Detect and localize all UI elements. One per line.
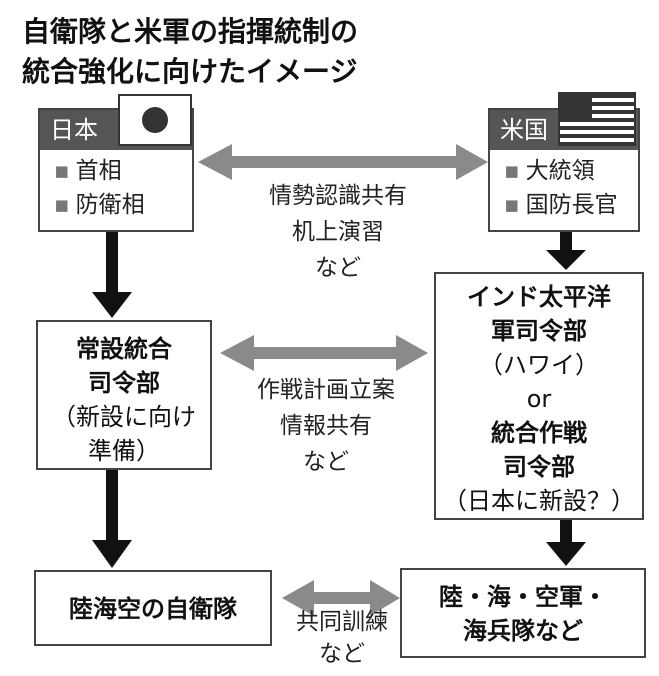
bottom-double-arrow — [282, 580, 400, 616]
us-down-arrow-2 — [546, 520, 586, 566]
us-command-text: インド太平洋 軍司令部 （ハワイ） or 統合作戦 司令部 （日本に新設？） — [443, 283, 635, 515]
japan-leaders-box: 日本 ▪首相 ▪防衛相 — [38, 94, 194, 232]
top-link-label: 情勢認識共有 机上演習 など — [269, 183, 407, 281]
japan-forces-label: 陸海空の自衛隊 — [69, 595, 237, 623]
top-double-arrow — [198, 144, 488, 180]
japan-leaders-list: ▪首相 ▪防衛相 — [54, 154, 145, 222]
japan-down-arrow-1 — [92, 232, 132, 318]
japan-flag-icon — [118, 94, 192, 146]
japan-down-arrow-2 — [92, 470, 132, 568]
bottom-link-label: 共同訓練 など — [296, 609, 388, 667]
us-command-box: インド太平洋 軍司令部 （ハワイ） or 統合作戦 司令部 （日本に新設？） — [434, 272, 644, 520]
us-leaders-list: ▪大統領 ▪国防長官 — [504, 154, 618, 222]
diagram-title: 自衛隊と米軍の指揮統制の 統合強化に向けたイメージ — [22, 12, 642, 92]
middle-link-label: 作戦計画立案 情報共有 など — [257, 377, 395, 475]
us-flag-icon — [558, 92, 636, 146]
japan-hq-text: 常設統合 司令部 （新設に向け 準備） — [52, 335, 196, 465]
japan-joint-hq-box: 常設統合 司令部 （新設に向け 準備） — [36, 320, 212, 470]
japan-header-label: 日本 — [50, 116, 98, 144]
title-line-2: 統合強化に向けたイメージ — [22, 55, 358, 88]
us-header-label: 米国 — [500, 116, 548, 144]
us-leaders-box: 米国 ▪大統領 ▪国防長官 — [488, 92, 640, 232]
japan-forces-box: 陸海空の自衛隊 — [34, 570, 272, 646]
list-item: ▪防衛相 — [54, 192, 145, 218]
list-item: ▪首相 — [54, 158, 122, 184]
list-item: ▪国防長官 — [504, 192, 618, 218]
title-line-1: 自衛隊と米軍の指揮統制の — [22, 15, 359, 48]
us-forces-label: 陸・海・空軍・ 海兵隊など — [439, 583, 607, 645]
us-forces-box: 陸・海・空軍・ 海兵隊など — [400, 568, 646, 658]
us-down-arrow-1 — [546, 232, 586, 270]
middle-double-arrow — [220, 335, 428, 371]
list-item: ▪大統領 — [504, 158, 595, 184]
